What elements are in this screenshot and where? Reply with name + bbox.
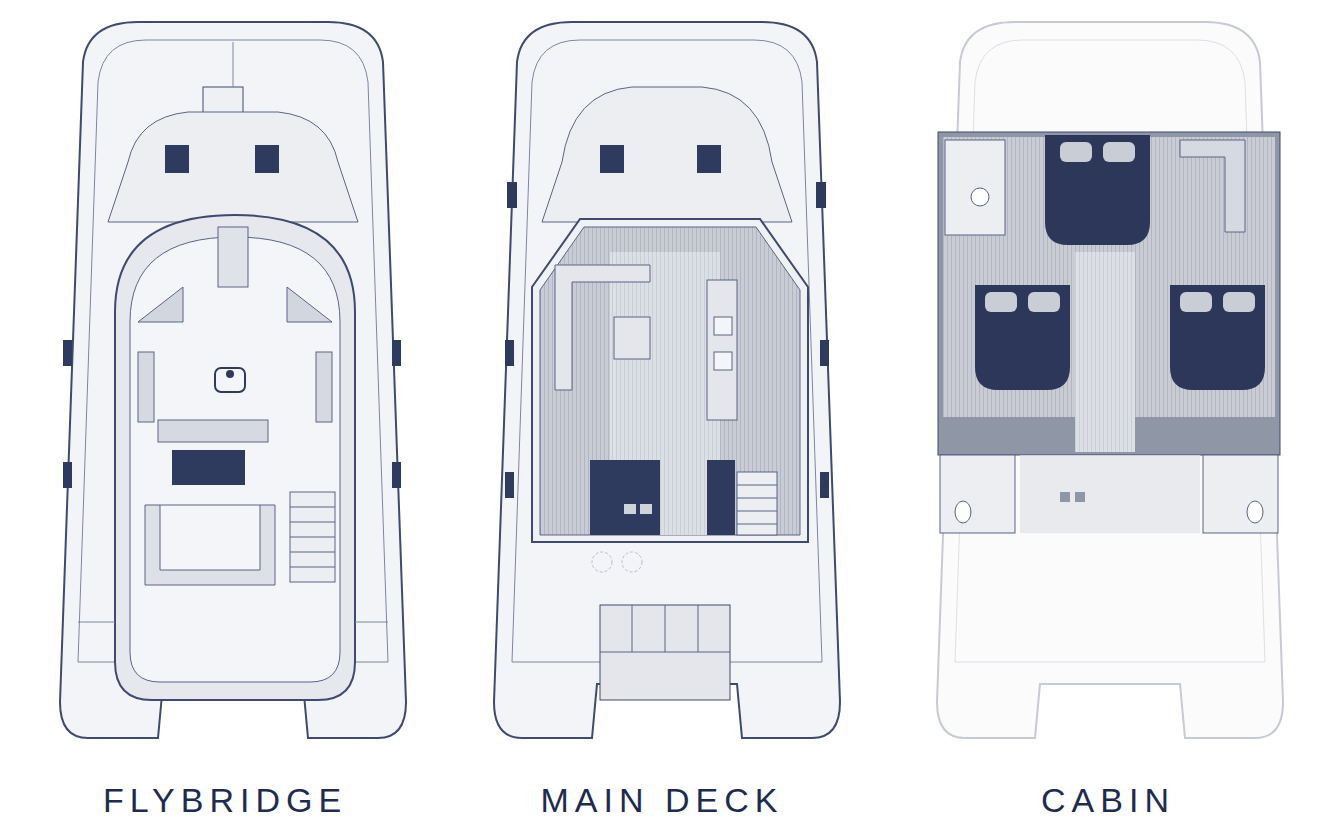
bed — [1045, 135, 1150, 245]
cabin-plan — [937, 22, 1283, 738]
deck-label: CABIN — [893, 780, 1323, 820]
bed — [975, 285, 1070, 390]
flybridge-plan — [60, 22, 406, 738]
bed — [1170, 285, 1265, 390]
deck-label: MAIN DECK — [447, 780, 877, 820]
main-deck-plan — [494, 22, 840, 738]
deck-label: FLYBRIDGE — [10, 780, 440, 820]
